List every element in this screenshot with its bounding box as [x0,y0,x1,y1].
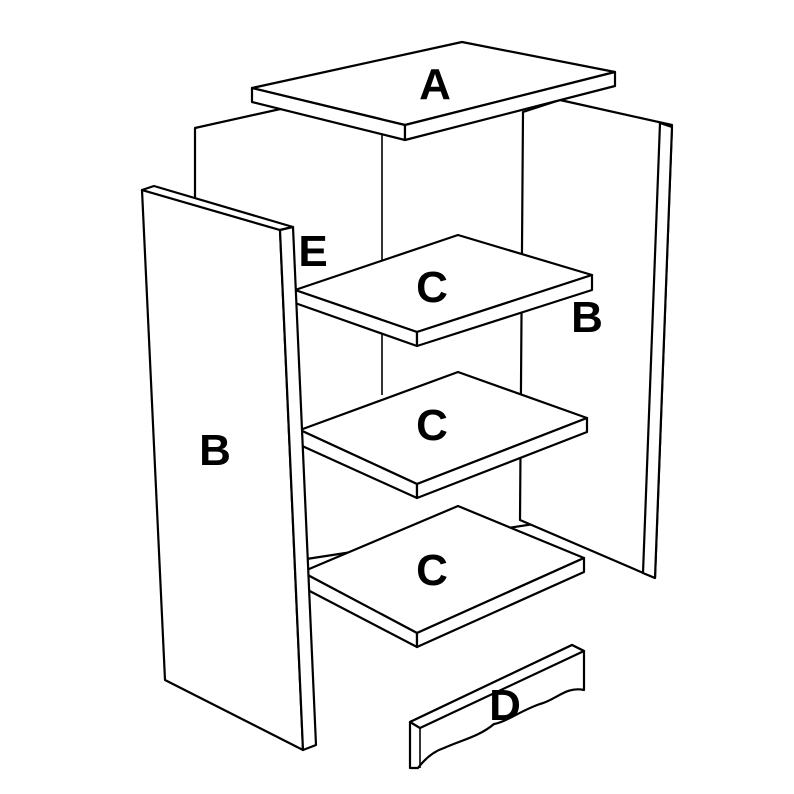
label-back-panel: E [298,227,327,276]
label-top-panel: A [419,60,451,109]
top-panel [250,40,617,142]
label-shelf-middle: C [416,401,448,450]
label-shelf-upper: C [416,263,448,312]
right-side-panel [518,98,674,580]
label-right-side-panel: B [571,293,603,342]
shelf-upper [293,233,594,348]
plinth [408,643,586,770]
label-plinth: D [489,681,521,730]
shelf-middle [298,370,589,500]
label-left-side-panel: B [199,426,231,475]
label-shelf-lower: C [416,546,448,595]
left-side-panel [140,184,318,752]
shelf-lower [300,504,586,649]
